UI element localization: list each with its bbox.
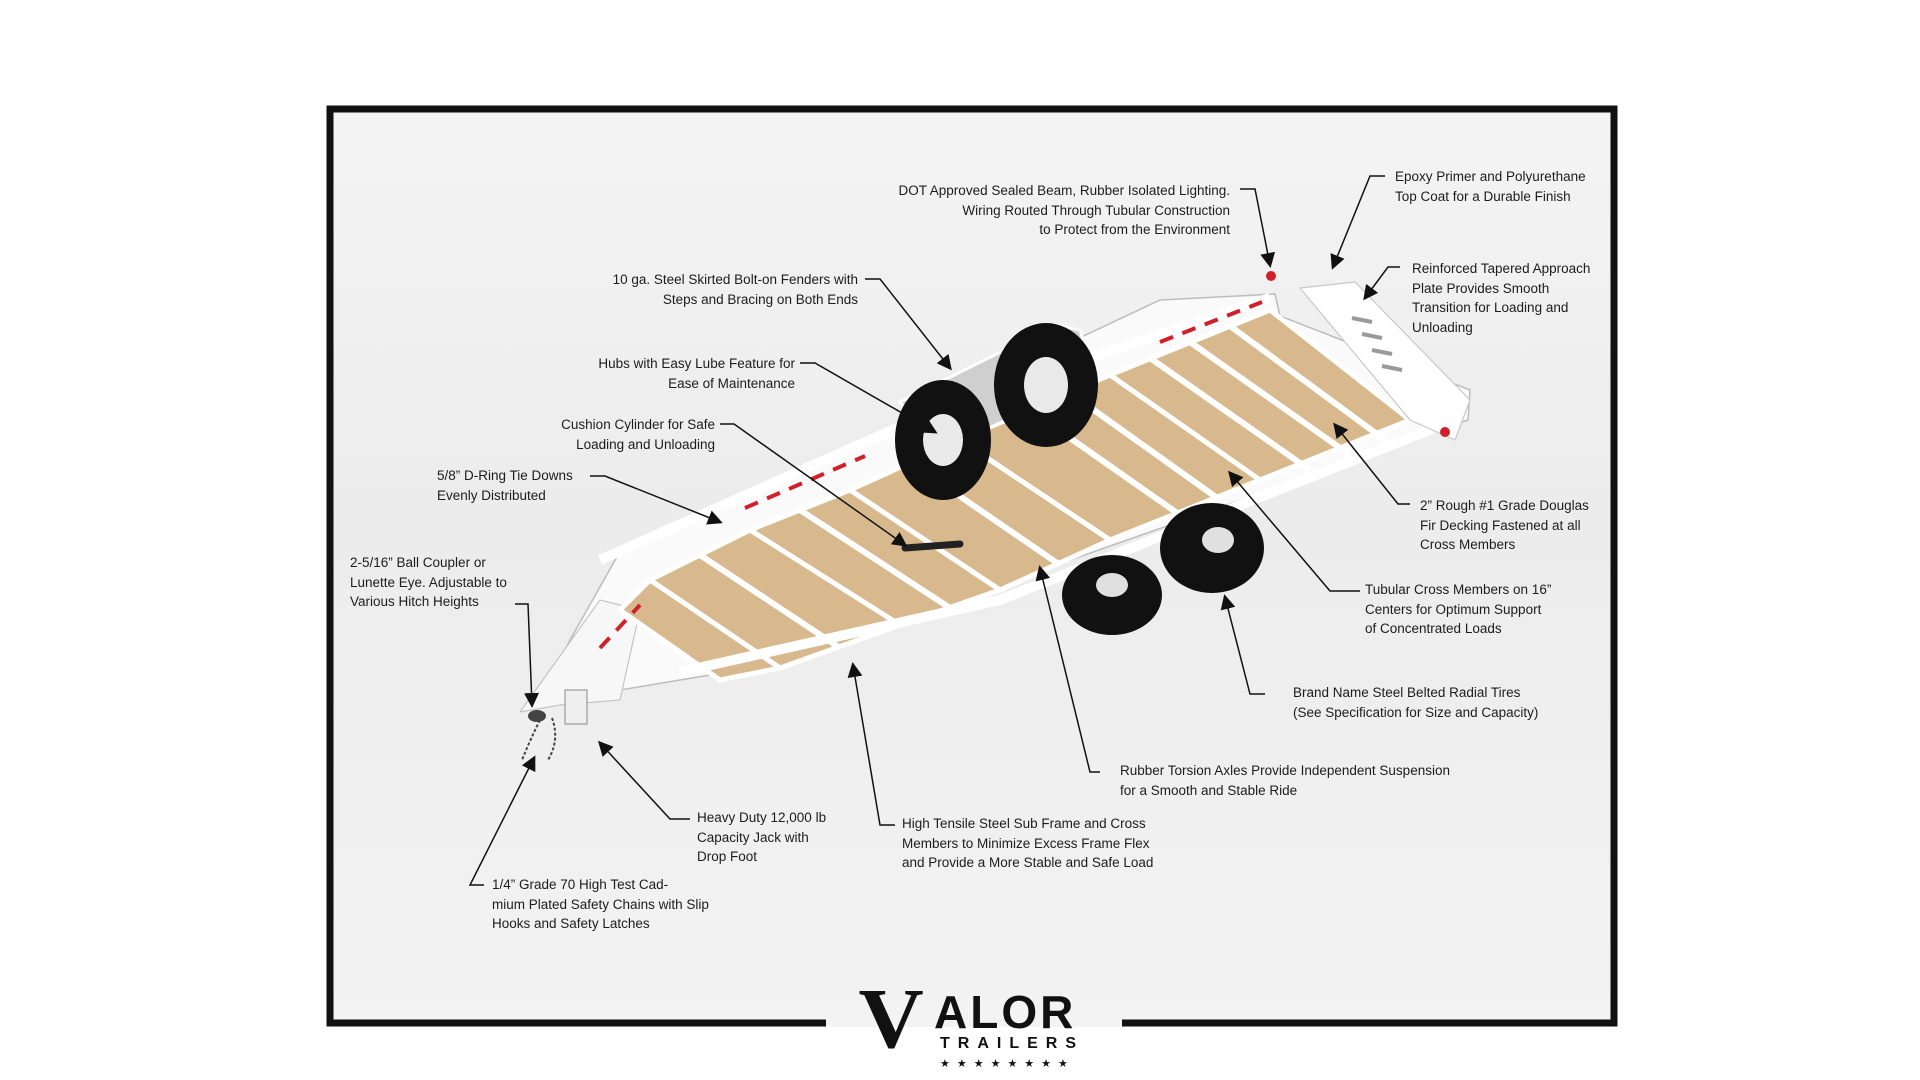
callout-lighting: DOT Approved Sealed Beam, Rubber Isolate… [898,183,1230,237]
logo-v-mark: V [858,970,924,1066]
reflective-tape [598,300,1263,650]
callout-dring: 5/8” D-Ring Tie Downs Evenly Distributed [437,468,573,503]
callout-jack: Heavy Duty 12,000 lb Capacity Jack with … [697,810,827,864]
callout-epoxy: Epoxy Primer and Polyurethane Top Coat f… [1395,169,1586,204]
callout-cushion: Cushion Cylinder for Safe Loading and Un… [561,417,715,452]
callout-decking: 2” Rough #1 Grade Douglas Fir Decking Fa… [1420,498,1589,552]
callout-coupler: 2-5/16” Ball Coupler or Lunette Eye. Adj… [350,555,507,609]
callout-fenders: 10 ga. Steel Skirted Bolt-on Fenders wit… [612,272,858,307]
approach-plate [1266,271,1471,441]
logo-subtitle: TRAILERS [940,1035,1084,1052]
callout-chains: 1/4” Grade 70 High Test Cad- mium Plated… [492,877,709,931]
logo-stars: ★★★★★★★★ [940,1058,1075,1070]
tires [895,323,1264,635]
callout-hubs: Hubs with Easy Lube Feature for Ease of … [598,356,795,391]
callout-tires: Brand Name Steel Belted Radial Tires (Se… [1293,685,1539,720]
callout-subframe: High Tensile Steel Sub Frame and Cross M… [902,816,1154,870]
callout-cross-members: Tubular Cross Members on 16” Centers for… [1365,582,1552,636]
callout-approach-plate: Reinforced Tapered Approach Plate Provid… [1412,261,1591,335]
cushion-cylinder [901,540,964,552]
valor-trailers-logo: V ALOR TRAILERS ★★★★★★★★ [858,970,1090,1075]
logo-wordmark: ALOR [934,986,1077,1038]
callout-axles: Rubber Torsion Axles Provide Independent… [1120,763,1450,798]
